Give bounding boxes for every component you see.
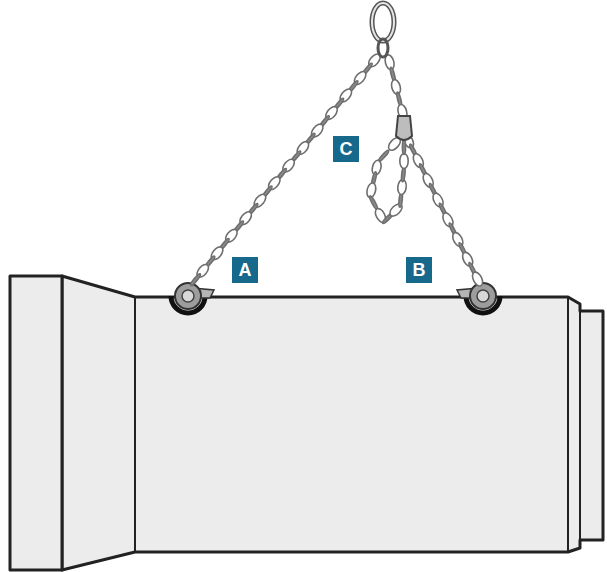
chain-leg — [384, 54, 409, 120]
pipe — [10, 276, 603, 570]
callout-letter: A — [232, 257, 258, 283]
chain-sling — [190, 52, 485, 288]
callout-letter: B — [406, 257, 432, 283]
bell-edge — [134, 297, 136, 552]
pipe-body — [62, 276, 603, 570]
grab-hook — [396, 116, 412, 140]
hook-eye — [477, 290, 489, 302]
hook-body — [175, 283, 201, 309]
hook-body — [470, 283, 496, 309]
chain-link — [190, 273, 202, 287]
chain-link — [390, 79, 402, 96]
shortening-hook — [396, 116, 412, 140]
chain-leg — [190, 52, 383, 287]
master-link — [372, 3, 394, 57]
chain-link — [400, 154, 408, 169]
hook-eye — [182, 290, 194, 302]
lifting-hook — [171, 283, 214, 313]
chain-slack-loop — [366, 136, 409, 225]
callout-letter: C — [333, 136, 359, 162]
lifting-hook — [457, 283, 500, 313]
master-ring — [372, 3, 394, 41]
sub-link — [378, 39, 388, 57]
chain-link — [369, 195, 379, 210]
master-ring — [372, 3, 394, 41]
chain-link — [470, 270, 484, 287]
chain-link — [402, 140, 405, 155]
spigot-edge — [567, 297, 569, 552]
pipe-bell — [10, 276, 62, 570]
spigot-edge — [579, 311, 581, 540]
chain-leg — [401, 132, 484, 287]
